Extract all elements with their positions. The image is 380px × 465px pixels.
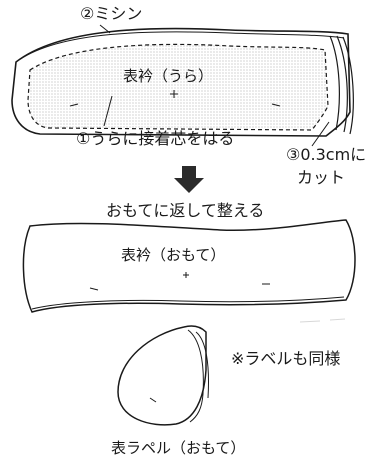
lapel-note: ※ラベルも同様 [231, 349, 341, 368]
lapel-piece [117, 325, 209, 426]
collar-wrong-side [11, 24, 354, 147]
turn-out-instruction: おもてに返して整える [106, 201, 265, 220]
sewing-label: ②ミシン [80, 4, 143, 23]
collar-wrong-side-label: 表衿（うら） [123, 67, 214, 85]
collar-right-side [22, 219, 356, 313]
down-arrow-icon [174, 166, 204, 193]
cut-label-line1: ③0.3cmに [286, 145, 367, 164]
collar-right-side-label: 表衿（おもて） [121, 246, 226, 264]
cut-label-line2: カット [297, 168, 346, 187]
lapel-right-side-label: 表ラペル（おもて） [111, 439, 246, 457]
interfacing-label: ①うらに接着芯をはる [76, 129, 235, 148]
